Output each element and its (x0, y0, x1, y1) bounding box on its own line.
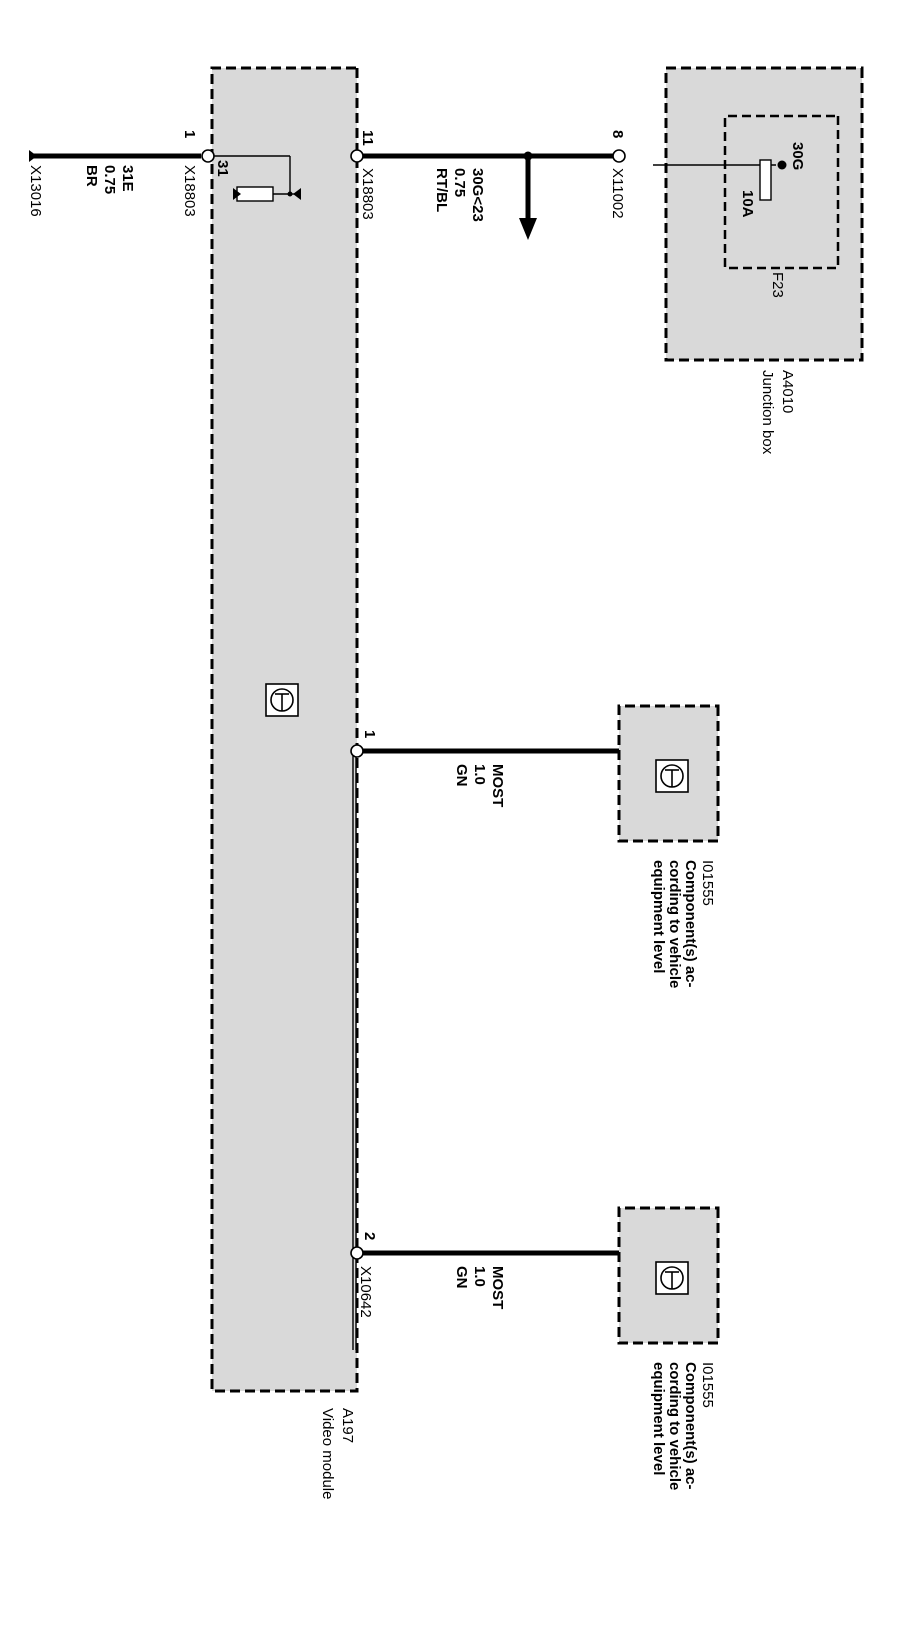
power-wire-box-connector (612, 149, 626, 163)
component-2-name-line-3: equipment level (650, 1362, 667, 1475)
power-wire-box-connector-label: X11002 (609, 168, 626, 219)
video-module-name: Video module (319, 1408, 336, 1499)
fuse-rating-label: 10A (739, 190, 756, 218)
most-wire-2-color: GN (453, 1266, 470, 1289)
component-1-name-line-2: cording to vehicle (666, 860, 683, 988)
component-2-icon (655, 1261, 689, 1295)
power-wire-gauge: 0.75 (451, 168, 468, 197)
ground-wire-color: BR (83, 165, 100, 187)
most-wire-2-gauge: 1.0 (471, 1266, 488, 1287)
ground-arrow-icon (293, 188, 301, 200)
most-wire-2-module-pin: 2 (361, 1232, 378, 1240)
ground-terminal-icon (29, 150, 37, 162)
fuse-icon (759, 159, 772, 201)
junction-box (664, 66, 864, 362)
ground-wire-connector: X18803 (181, 165, 198, 217)
component-1-icon (655, 759, 689, 793)
power-wire-box-pin: 8 (609, 130, 626, 138)
video-module-id: A197 (339, 1408, 356, 1443)
most-wire-1-signal: MOST (489, 764, 506, 807)
branch-arrow-icon (519, 218, 537, 240)
ground-point-label: X13016 (27, 165, 44, 217)
component-2-name: Component(s) ac- cording to vehicle equi… (650, 1362, 699, 1495)
ground-pin-label: 31 (214, 160, 231, 177)
power-wire-module-connector-label: X18803 (359, 168, 376, 220)
fuse-housing (723, 114, 840, 270)
component-1-name-line-1: Component(s) ac- (682, 860, 699, 988)
most-wire-1-connector (350, 744, 364, 758)
resistor-icon (236, 186, 274, 202)
power-wire-module-pin: 11 (359, 130, 376, 146)
ground-wire-module-pin: 1 (181, 130, 198, 138)
component-2-id: I01555 (699, 1362, 716, 1408)
junction-box-id: A4010 (779, 370, 796, 413)
most-wire-2-module-connector-label: X10642 (357, 1266, 374, 1318)
fuse-id-label: F23 (769, 272, 786, 298)
component-1-name: Component(s) ac- cording to vehicle equi… (650, 860, 699, 993)
resistor-arrow-icon (233, 188, 241, 200)
component-2-name-line-1: Component(s) ac- (682, 1362, 699, 1490)
power-wire-module-connector (350, 149, 364, 163)
most-wire-1-module-pin: 1 (361, 730, 378, 738)
video-module-icon (265, 683, 299, 717)
most-wire-1-gauge: 1.0 (471, 764, 488, 785)
most-wire-2-signal: MOST (489, 1266, 506, 1309)
most-wire-2-connector (350, 1246, 364, 1260)
fuse-terminal-dot (777, 160, 787, 170)
ground-wire-signal: 31E (119, 165, 136, 192)
component-1-id: I01555 (699, 860, 716, 906)
power-wire-signal: 30G<23 (469, 168, 486, 222)
component-2-name-line-2: cording to vehicle (666, 1362, 683, 1490)
power-wire-color: RT/BL (433, 168, 450, 212)
ground-wire-gauge: 0.75 (101, 165, 118, 194)
fuse-terminal-label: 30G (789, 142, 806, 170)
video-module-box (210, 66, 359, 1393)
junction-box-name: Junction box (759, 370, 776, 455)
component-1-name-line-3: equipment level (650, 860, 667, 973)
ground-pin-connector (201, 149, 215, 163)
most-wire-1-color: GN (453, 764, 470, 787)
